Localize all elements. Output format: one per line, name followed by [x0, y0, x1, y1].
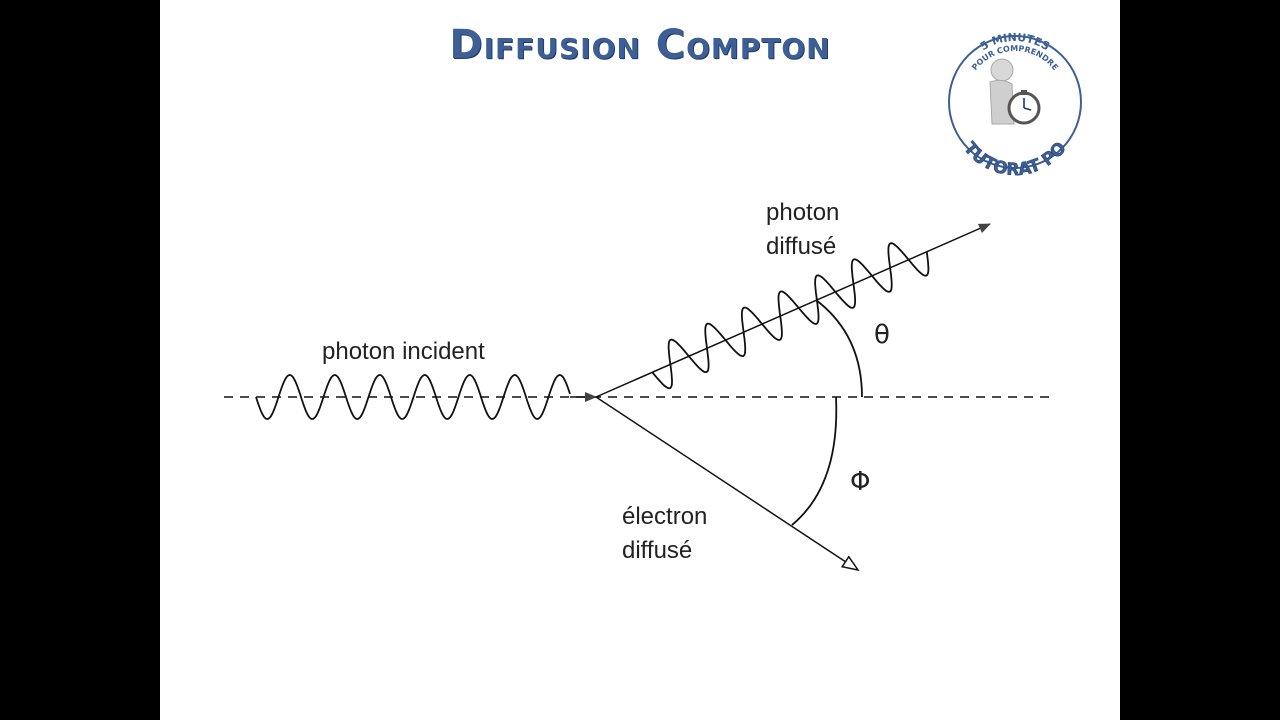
phi-symbol: Φ — [850, 467, 870, 497]
theta-angle-arc — [815, 299, 863, 398]
scattered-electron-direction — [595, 396, 858, 570]
electron-label-line1: électron — [622, 503, 707, 530]
theta-symbol: θ — [874, 320, 890, 350]
scattered-photon-label-line2: diffusé — [766, 233, 836, 260]
electron-label-line2: diffusé — [622, 537, 692, 564]
slide-title: Diffusion Compton — [449, 22, 831, 68]
slide: Diffusion Compton 5 MINUTES POUR COMPREN… — [160, 0, 1120, 720]
tutorat-logo-graphic: 5 MINUTES POUR COMPRENDRE TUTORAT PO — [948, 31, 1082, 180]
incident-photon-label: photon incident — [322, 338, 485, 365]
scattered-photon-direction — [595, 223, 991, 398]
incident-photon-wave — [255, 374, 571, 420]
phi-angle-arc — [791, 396, 838, 526]
compton-diagram: photon incident photon diffusé électron … — [224, 199, 1050, 720]
scattered-photon-label-line1: photon — [766, 199, 839, 226]
scattered-photon-wave — [651, 242, 930, 390]
person-with-stopwatch-icon — [989, 58, 1041, 125]
tutorat-logo: 5 MINUTES POUR COMPRENDRE TUTORAT PO — [940, 20, 1090, 180]
